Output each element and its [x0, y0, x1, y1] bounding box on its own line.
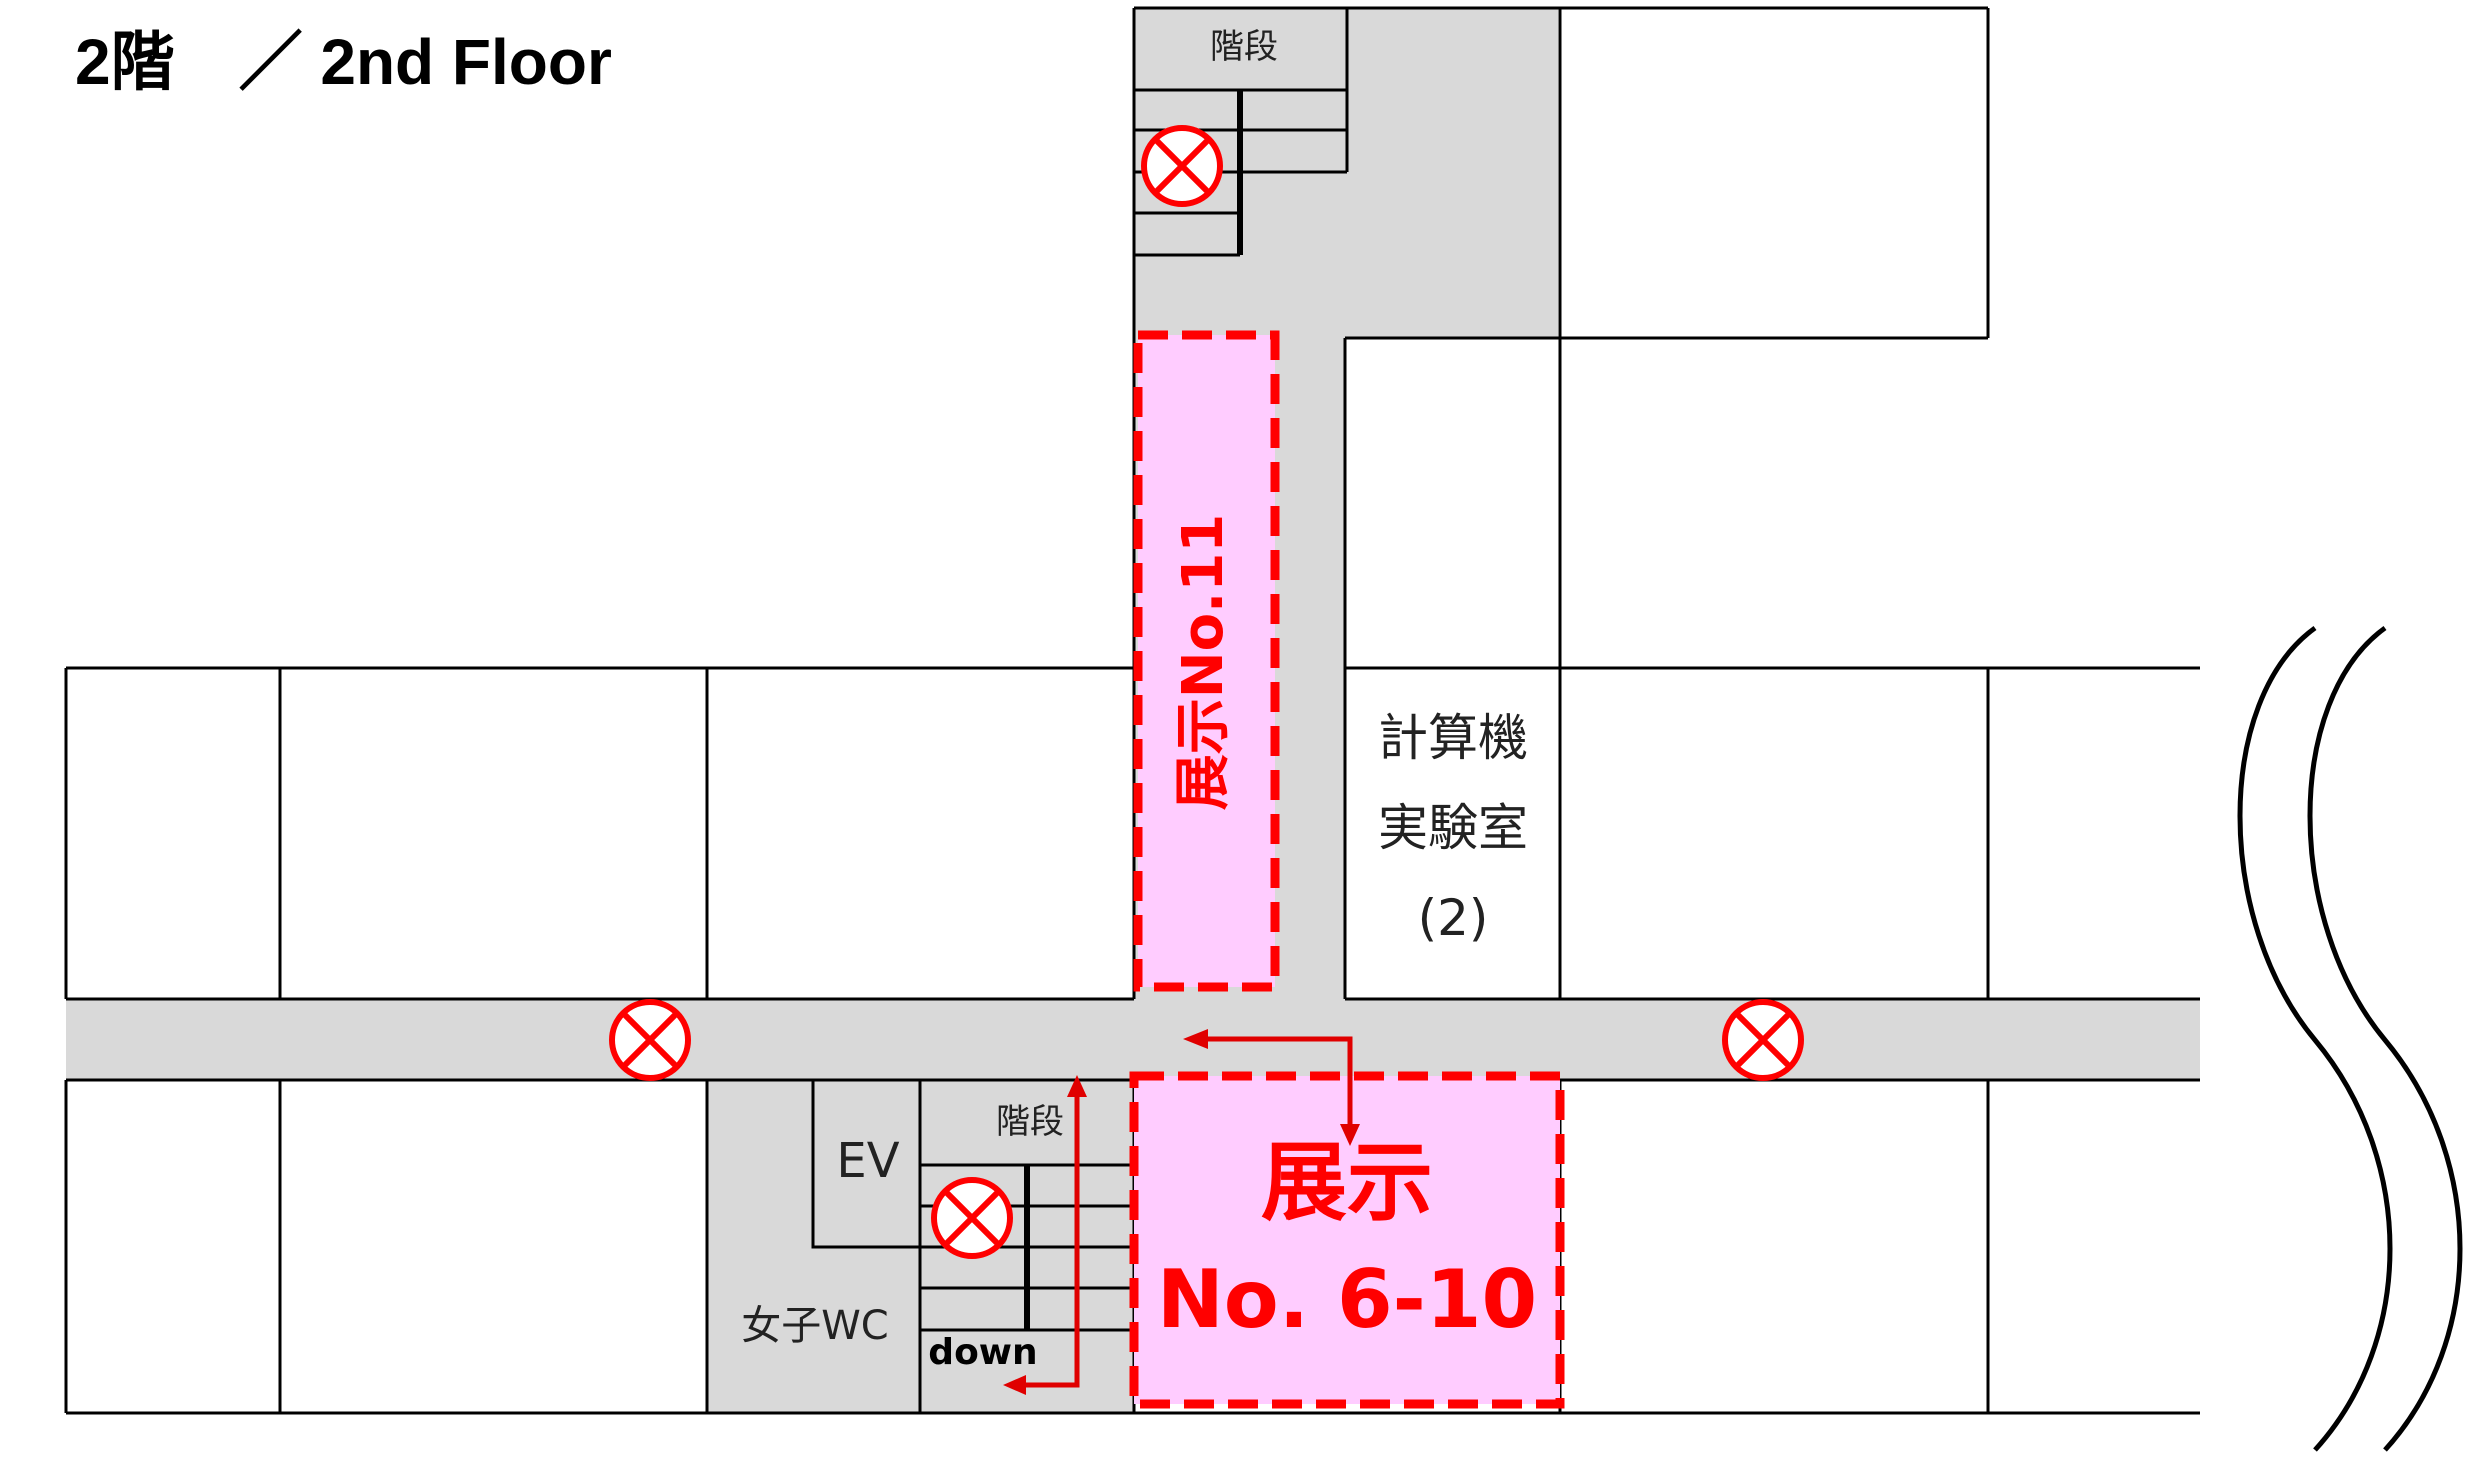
exhibit-11-label: 展示No.11 [1171, 514, 1236, 811]
stairs-label-south: 階段 [996, 1102, 1064, 1142]
exhibit-main-label-line1: 展示 [1261, 1133, 1433, 1233]
arrow-stairs-down [1020, 1090, 1080, 1388]
no-entry-icon [931, 1177, 1013, 1259]
arrow-head-left [1183, 1029, 1208, 1049]
arrow-head-down-left [1003, 1375, 1026, 1395]
arrow-to-main-exhibit [1200, 1036, 1353, 1130]
arrow-heads [1003, 1029, 1360, 1395]
room-label-line2: 実験室 [1378, 799, 1528, 857]
down-label: down [928, 1332, 1037, 1373]
no-entry-icon [1722, 999, 1804, 1081]
elevator-label: EV [836, 1133, 899, 1189]
route-arrows [1020, 1036, 1353, 1388]
arrow-head-up [1067, 1075, 1087, 1097]
no-entry-icon [1141, 125, 1223, 207]
room-label-line3: (2) [1418, 889, 1489, 947]
wave-break-icon [2237, 625, 2463, 1452]
arrow-head-down [1340, 1124, 1360, 1146]
main-corridor [66, 999, 2200, 1080]
stair-hall-north [1345, 8, 1558, 338]
womens-wc-label: 女子WC [741, 1303, 888, 1349]
exhibit-main-label-line2: No. 6-10 [1157, 1253, 1537, 1346]
no-entry-icon [609, 999, 691, 1081]
stairs-label-north: 階段 [1210, 27, 1278, 67]
exhibit-area-11 [1133, 330, 1280, 992]
room-label-line1: 計算機 [1378, 709, 1528, 767]
page-title: 2階 ／ 2nd Floor [75, 26, 612, 98]
